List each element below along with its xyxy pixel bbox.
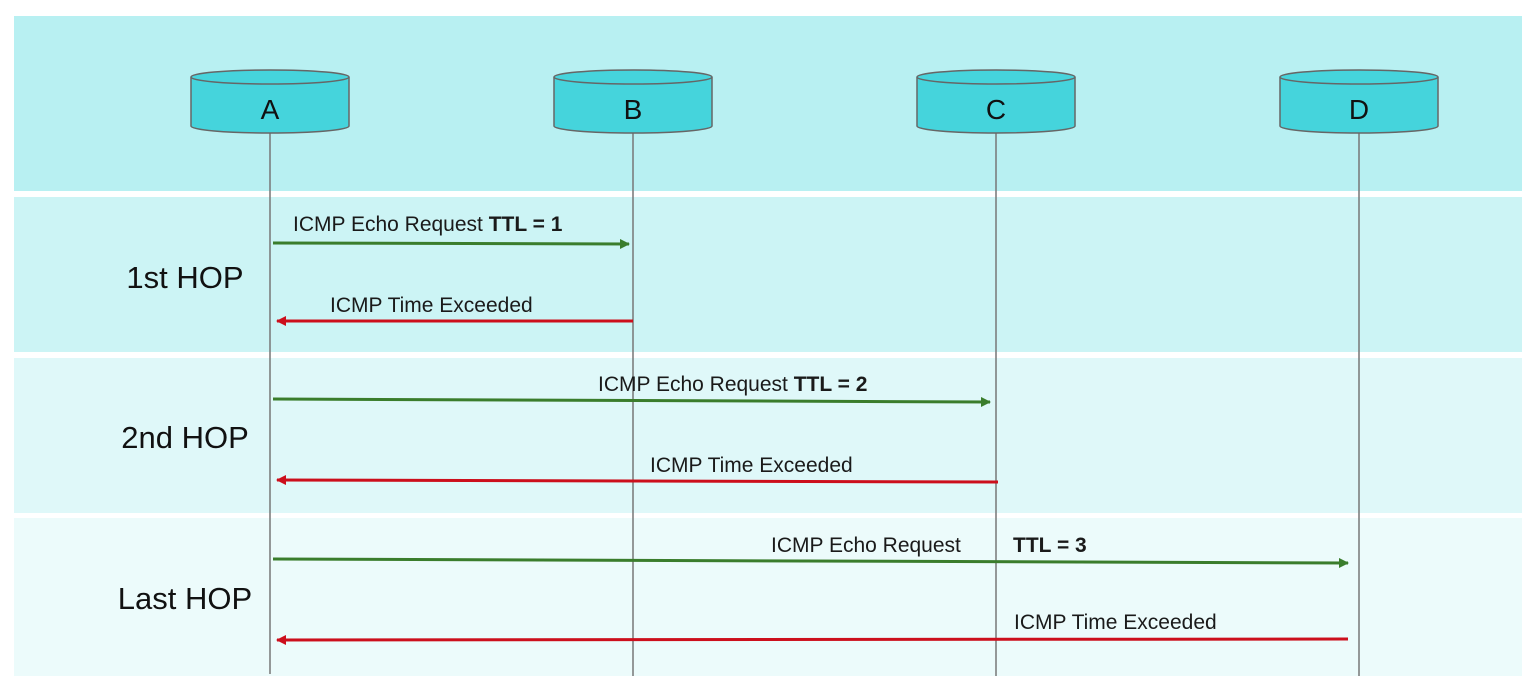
- node-d-cylinder: [1279, 69, 1439, 134]
- hop-2-request-ttl: TTL = 2: [793, 373, 868, 396]
- hop-3-label: Last HOP: [117, 581, 253, 616]
- hop-1-request-label: ICMP Echo Request TTL = 1: [293, 213, 562, 237]
- hop-3-request-ttl: TTL = 3: [1013, 534, 1087, 558]
- hop-2-request-text: ICMP Echo Request: [598, 373, 794, 396]
- node-c-label: C: [985, 94, 1007, 125]
- hop-1-request-text: ICMP Echo Request: [293, 213, 489, 236]
- hop-3-request-text: ICMP Echo Request: [771, 534, 961, 557]
- hop-1-reply-label: ICMP Time Exceeded: [330, 294, 533, 317]
- hop-3-request-ttl-value: TTL = 3: [1013, 534, 1087, 557]
- hop-3-reply-arrow: [276, 634, 1349, 645]
- node-a-cylinder: [190, 69, 350, 134]
- node-c-cylinder: [916, 69, 1076, 134]
- node-b-label: B: [623, 94, 643, 125]
- node-a-label: A: [260, 94, 280, 125]
- hop-2-reply-arrow: [276, 475, 999, 486]
- hop-2-request-label: ICMP Echo Request TTL = 2: [598, 373, 867, 397]
- hop-2-label: 2nd HOP: [121, 420, 249, 455]
- node-b-cylinder: [553, 69, 713, 134]
- hop-1-band: [14, 197, 1522, 352]
- node-d-label: D: [1348, 94, 1370, 125]
- hop-3-band: [14, 518, 1522, 676]
- hop-3-reply-label: ICMP Time Exceeded: [1014, 611, 1217, 634]
- hop-3-request-arrow: [272, 557, 1349, 568]
- hop-2-request-arrow: [272, 396, 991, 407]
- hop-2-band: [14, 358, 1522, 513]
- hop-1-request-arrow: [272, 238, 630, 249]
- hop-1-request-ttl: TTL = 1: [488, 213, 563, 236]
- hop-2-reply-label: ICMP Time Exceeded: [650, 454, 853, 477]
- hop-1-label: 1st HOP: [126, 260, 244, 295]
